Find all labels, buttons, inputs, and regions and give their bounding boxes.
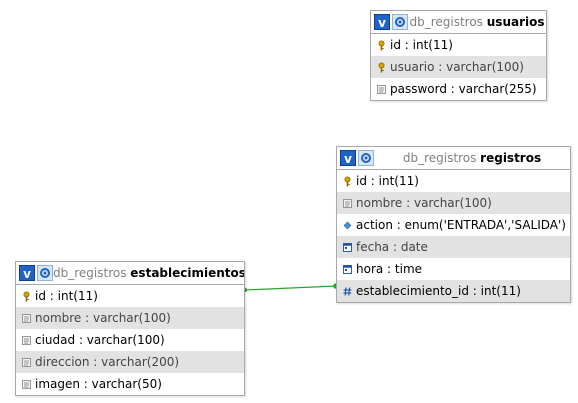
- text-field-icon: [377, 84, 386, 95]
- table-name: establecimientos: [130, 266, 244, 280]
- toggle-columns-button[interactable]: v: [374, 14, 390, 30]
- db-name: db_registros: [402, 151, 477, 165]
- column-label: ciudad : varchar(100): [35, 333, 165, 347]
- table-usuarios[interactable]: v db_registros usuarios id : int(11) u: [370, 10, 547, 101]
- column-label: id : int(11): [356, 174, 419, 188]
- table-title: db_registros usuarios: [408, 15, 546, 29]
- column-row[interactable]: hora : time: [337, 258, 570, 280]
- column-row[interactable]: usuario : varchar(100): [371, 56, 546, 78]
- table-header[interactable]: v db_registros usuarios: [371, 11, 546, 34]
- key-icon: [377, 62, 386, 73]
- column-label: establecimiento_id : int(11): [356, 284, 521, 298]
- column-row[interactable]: fecha : date: [337, 236, 570, 258]
- column-row[interactable]: action : enum('ENTRADA','SALIDA'): [337, 214, 570, 236]
- column-row[interactable]: nombre : varchar(100): [16, 307, 244, 329]
- gear-icon[interactable]: [358, 150, 374, 166]
- column-row[interactable]: id : int(11): [16, 285, 244, 307]
- table-name: usuarios: [486, 15, 545, 29]
- calendar-icon: [343, 264, 352, 275]
- gear-icon[interactable]: [37, 265, 53, 281]
- column-label: fecha : date: [356, 240, 428, 254]
- table-title: db_registros registros: [374, 151, 570, 165]
- table-title: db_registros establecimientos: [53, 266, 244, 280]
- gear-icon[interactable]: [392, 14, 408, 30]
- enum-diamond-icon: [343, 220, 352, 231]
- table-registros[interactable]: v db_registros registros id : int(11): [336, 146, 571, 303]
- text-field-icon: [22, 379, 31, 390]
- column-row[interactable]: id : int(11): [371, 34, 546, 56]
- column-label: nombre : varchar(100): [356, 196, 492, 210]
- table-establecimientos[interactable]: v db_registros establecimientos id : int…: [15, 261, 245, 396]
- column-row[interactable]: establecimiento_id : int(11): [337, 280, 570, 302]
- table-name: registros: [480, 151, 542, 165]
- column-label: nombre : varchar(100): [35, 311, 171, 325]
- column-row[interactable]: imagen : varchar(50): [16, 373, 244, 395]
- key-icon: [343, 176, 352, 187]
- key-icon: [377, 40, 386, 51]
- column-label: imagen : varchar(50): [35, 377, 162, 391]
- toggle-columns-button[interactable]: v: [340, 150, 356, 166]
- column-row[interactable]: password : varchar(255): [371, 78, 546, 100]
- relation-line: [244, 285, 337, 291]
- db-name: db_registros: [409, 15, 483, 29]
- column-label: id : int(11): [390, 38, 453, 52]
- column-label: direccion : varchar(200): [35, 355, 180, 369]
- column-label: id : int(11): [35, 289, 98, 303]
- column-row[interactable]: ciudad : varchar(100): [16, 329, 244, 351]
- table-header[interactable]: v db_registros registros: [337, 147, 570, 170]
- column-label: usuario : varchar(100): [390, 60, 524, 74]
- column-label: hora : time: [356, 262, 423, 276]
- column-row[interactable]: id : int(11): [337, 170, 570, 192]
- table-header[interactable]: v db_registros establecimientos: [16, 262, 244, 285]
- key-icon: [22, 291, 31, 302]
- db-name: db_registros: [53, 266, 127, 280]
- text-field-icon: [343, 198, 352, 209]
- text-field-icon: [22, 357, 31, 368]
- hash-icon: [343, 286, 352, 297]
- calendar-icon: [343, 242, 352, 253]
- text-field-icon: [22, 335, 31, 346]
- column-row[interactable]: direccion : varchar(200): [16, 351, 244, 373]
- text-field-icon: [22, 313, 31, 324]
- column-label: action : enum('ENTRADA','SALIDA'): [356, 218, 566, 232]
- column-label: password : varchar(255): [390, 82, 537, 96]
- toggle-columns-button[interactable]: v: [19, 265, 35, 281]
- column-row[interactable]: nombre : varchar(100): [337, 192, 570, 214]
